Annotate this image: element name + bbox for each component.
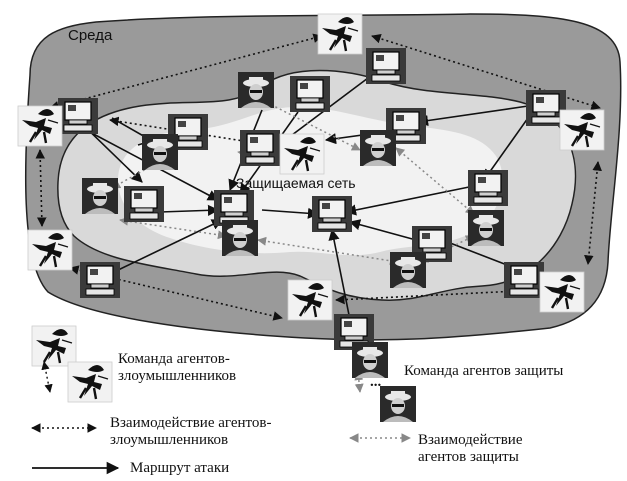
defense-agent-icon	[352, 342, 388, 378]
computer-icon	[503, 261, 545, 299]
defense-agent-icon	[380, 386, 416, 422]
computer-icon	[123, 185, 165, 223]
computer-icon	[467, 169, 509, 207]
computer-icon	[239, 129, 281, 167]
legend-symbols	[31, 361, 411, 475]
legend-attacker-icon	[30, 324, 78, 368]
attacker-agent-icon	[16, 104, 64, 148]
environment-label: Среда	[68, 27, 113, 44]
attacker-agent-icon	[26, 228, 74, 272]
legend-attacker-icon	[66, 360, 114, 404]
computer-icon	[289, 75, 331, 113]
legend-attacker-team-line1: Команда агентов-	[118, 351, 230, 367]
attacker-agent-icon	[558, 108, 606, 152]
legend-attacker-team: Команда агентов- злоумышленников	[118, 351, 236, 385]
defense-agent-icon	[360, 130, 396, 166]
legend-team-ellipsis: ...	[370, 374, 382, 390]
computer-icon	[365, 47, 407, 85]
legend-attacker-link	[41, 361, 53, 393]
legend-attacker-interaction: Взаимодействие агентов- злоумышленников	[110, 415, 271, 449]
defense-agent-icon	[82, 178, 118, 214]
legend-defense-interaction-line2: агентов защиты	[418, 448, 519, 465]
defense-agent-icon	[142, 134, 178, 170]
protected-network-label: Защищаемая сеть	[236, 175, 356, 191]
attacker-agent-icon	[538, 270, 586, 314]
legend-defense-interaction: Взаимодействие агентов защиты	[418, 432, 522, 466]
legend-defense-team: Команда агентов защиты	[404, 363, 564, 379]
legend-attacker-team-line2: злоумышленников	[118, 367, 237, 384]
attacker-agent-icon	[316, 12, 364, 56]
computer-icon	[57, 97, 99, 135]
defense-agent-icon	[390, 252, 426, 288]
attacker-agent-icon	[286, 278, 334, 322]
defense-agent-icon	[222, 220, 258, 256]
legend-attacker-interaction-line1: Взаимодействие агентов-	[110, 415, 272, 431]
computer-icon	[311, 195, 353, 233]
legend-defense-interaction-line1: Взаимодействие	[418, 432, 523, 448]
defense-agent-icon	[468, 210, 504, 246]
attacker-agent-icon	[278, 132, 326, 176]
computer-icon	[79, 261, 121, 299]
legend-attack-route: Маршрут атаки	[130, 460, 230, 476]
defense-agent-icon	[238, 72, 274, 108]
legend-attacker-interaction-line2: злоумышленников	[110, 431, 229, 448]
